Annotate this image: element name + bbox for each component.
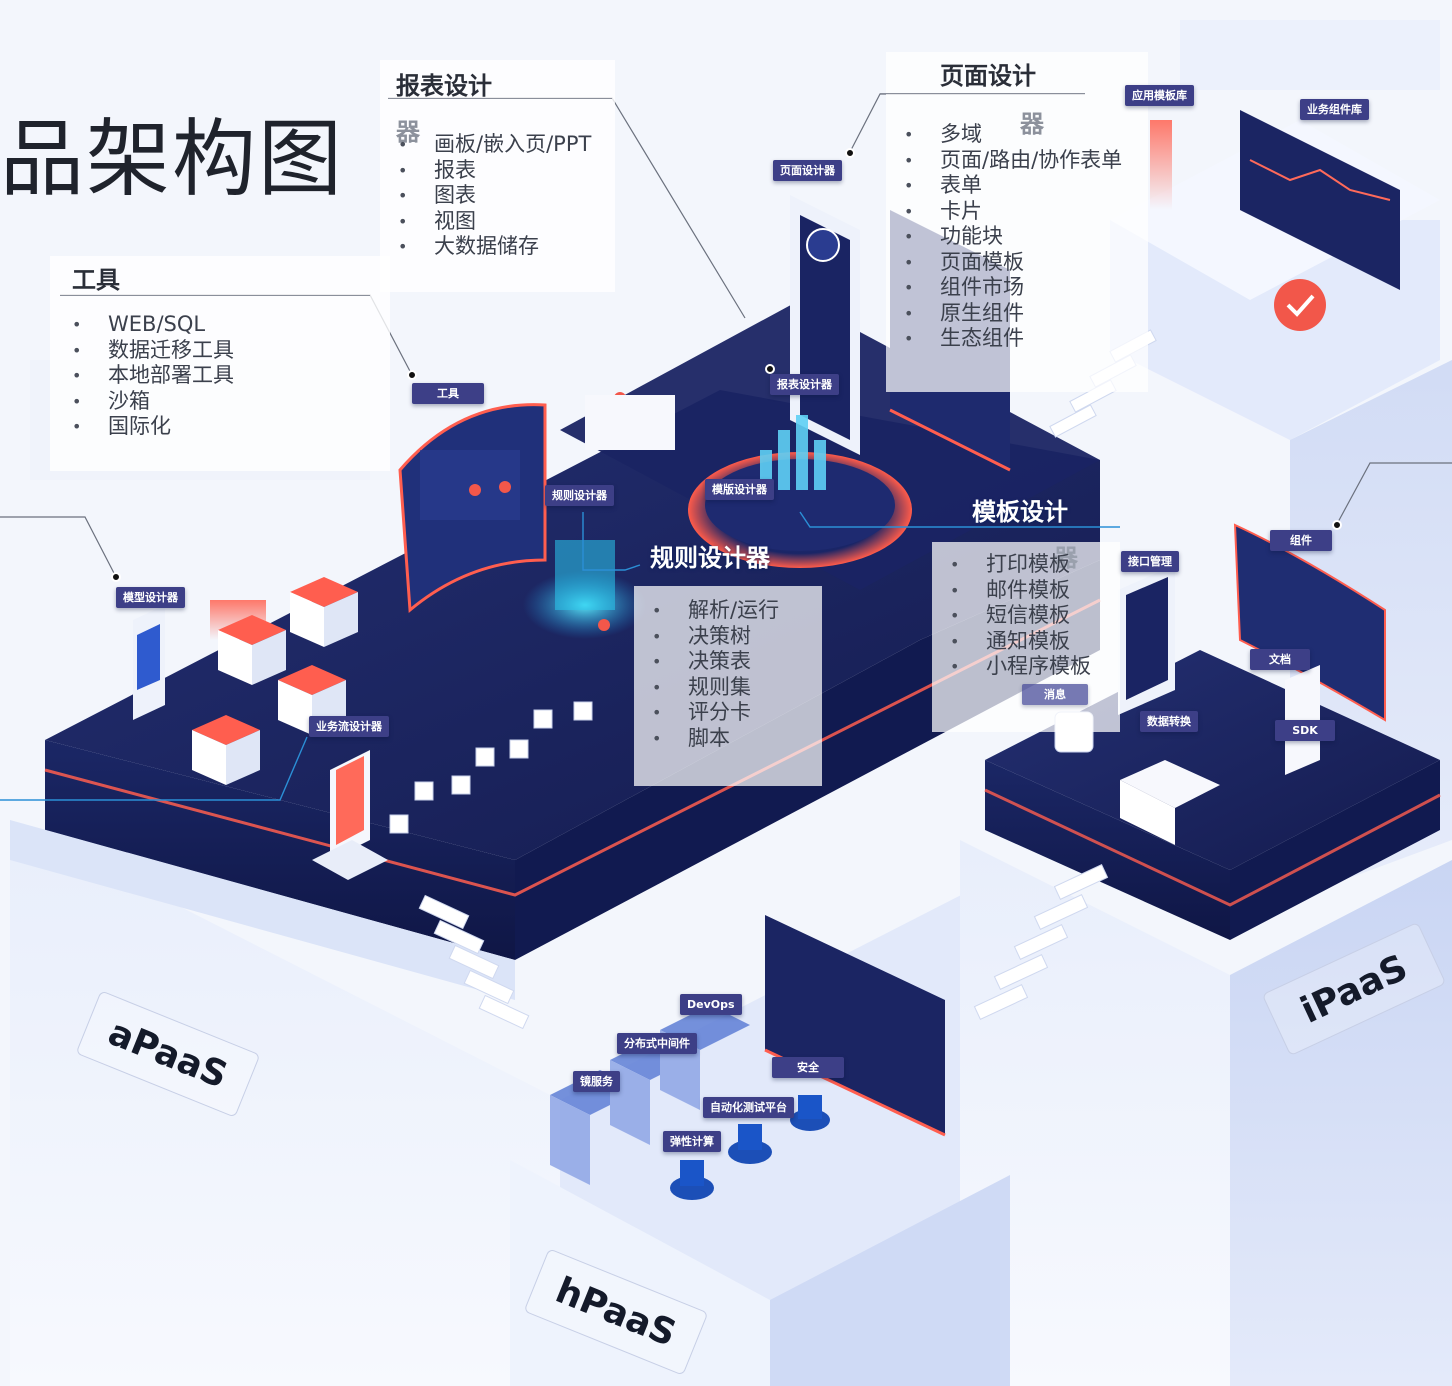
rule-panel: 解析/运行 决策树 决策表 规则集 评分卡 脚本	[634, 586, 822, 786]
list-item: 页面/路由/协作表单	[904, 148, 1122, 174]
tag-devops: DevOps	[680, 994, 742, 1015]
report-panel: 报表设计 器 画板/嵌入页/PPT 报表 图表 视图 大数据储存	[380, 60, 615, 292]
list-item: 原生组件	[904, 301, 1122, 327]
tag-biz-component-lib: 业务组件库	[1300, 99, 1369, 120]
list-item: 决策表	[652, 649, 779, 675]
report-leader-dot	[765, 364, 775, 374]
page-list: 多域 页面/路由/协作表单 表单 卡片 功能块 页面模板 组件市场 原生组件 生…	[904, 122, 1122, 352]
tag-sdk: SDK	[1275, 720, 1335, 741]
list-item: 大数据储存	[398, 234, 591, 260]
tag-report-designer: 报表设计器	[770, 374, 839, 395]
tools-panel: 工具 WEB/SQL 数据迁移工具 本地部署工具 沙箱 国际化	[50, 256, 390, 471]
list-item: 解析/运行	[652, 598, 779, 624]
tag-app-template-lib: 应用模板库	[1125, 85, 1194, 106]
template-list: 打印模板 邮件模板 短信模板 通知模板 小程序模板	[950, 552, 1091, 680]
list-item: 决策树	[652, 624, 779, 650]
tag-component: 组件	[1270, 530, 1332, 551]
page-panel: 页面设计 器 多域 页面/路由/协作表单 表单 卡片 功能块 页面模板 组件市场…	[886, 52, 1148, 392]
list-item: 短信模板	[950, 603, 1091, 629]
tag-docs: 文档	[1250, 649, 1310, 670]
rule-panel-title: 规则设计器	[650, 544, 770, 572]
tag-elastic: 弹性计算	[663, 1131, 721, 1152]
tag-page-designer: 页面设计器	[773, 160, 842, 181]
list-item: 邮件模板	[950, 578, 1091, 604]
list-item: 评分卡	[652, 700, 779, 726]
tag-template-designer: 模版设计器	[705, 479, 774, 500]
tag-message: 消息	[1022, 684, 1088, 705]
list-item: 图表	[398, 183, 591, 209]
tag-mirror: 镜服务	[573, 1071, 620, 1092]
tools-panel-title: 工具	[72, 266, 120, 294]
list-item: 表单	[904, 173, 1122, 199]
list-item: 功能块	[904, 224, 1122, 250]
list-item: 视图	[398, 209, 591, 235]
report-panel-title: 报表设计	[396, 72, 492, 100]
list-item: 国际化	[72, 414, 234, 440]
list-item: 多域	[904, 122, 1122, 148]
list-item: 本地部署工具	[72, 363, 234, 389]
list-item: 报表	[398, 158, 591, 184]
tools-title-rule	[60, 295, 370, 296]
template-panel: 器 打印模板 邮件模板 短信模板 通知模板 小程序模板	[932, 542, 1120, 732]
list-item: 小程序模板	[950, 654, 1091, 680]
page-title-rule	[880, 93, 1085, 94]
tools-list: WEB/SQL 数据迁移工具 本地部署工具 沙箱 国际化	[72, 312, 234, 440]
template-panel-title: 模板设计	[972, 498, 1068, 526]
component-leader-dot	[1332, 520, 1342, 530]
list-item: 画板/嵌入页/PPT	[398, 132, 591, 158]
tools-leader-dot	[407, 370, 417, 380]
page-panel-title: 页面设计	[940, 62, 1036, 90]
tag-tool: 工具	[412, 383, 484, 404]
list-item: 组件市场	[904, 275, 1122, 301]
tag-middleware: 分布式中间件	[617, 1033, 697, 1054]
list-item: 卡片	[904, 199, 1122, 225]
tag-autotest: 自动化测试平台	[703, 1097, 794, 1118]
list-item: 数据迁移工具	[72, 338, 234, 364]
page-title: 品架构图	[0, 110, 345, 208]
list-item: 生态组件	[904, 326, 1122, 352]
list-item: 沙箱	[72, 389, 234, 415]
tag-rule-designer: 规则设计器	[545, 485, 614, 506]
list-item: 脚本	[652, 726, 779, 752]
tag-flow-designer: 业务流设计器	[309, 716, 389, 737]
list-item: 页面模板	[904, 250, 1122, 276]
tag-model-designer: 模型设计器	[116, 587, 185, 608]
list-item: 打印模板	[950, 552, 1091, 578]
page-leader-dot	[845, 148, 855, 158]
list-item: 规则集	[652, 675, 779, 701]
list-item: 通知模板	[950, 629, 1091, 655]
model-leader-dot	[111, 572, 121, 582]
tag-api-mgmt: 接口管理	[1121, 551, 1179, 572]
tag-data-transform: 数据转换	[1140, 711, 1198, 732]
report-title-rule	[388, 98, 612, 99]
list-item: WEB/SQL	[72, 312, 234, 338]
report-list: 画板/嵌入页/PPT 报表 图表 视图 大数据储存	[398, 132, 591, 260]
rule-list: 解析/运行 决策树 决策表 规则集 评分卡 脚本	[652, 598, 779, 751]
tag-security: 安全	[772, 1057, 844, 1078]
